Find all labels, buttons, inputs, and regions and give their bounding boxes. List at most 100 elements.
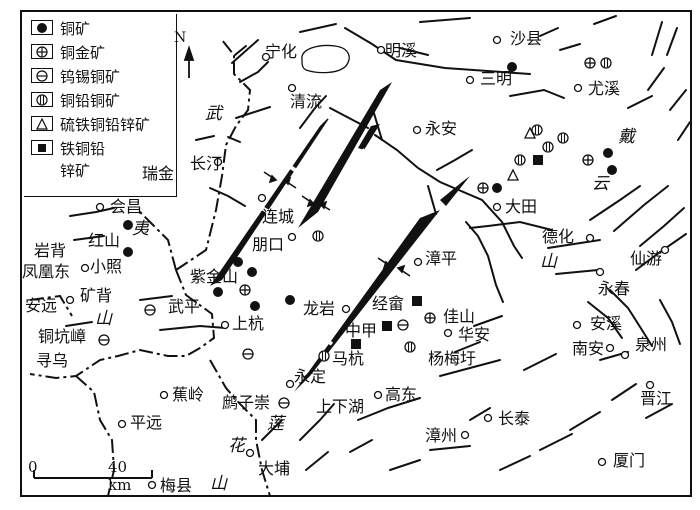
place-label: 佳山 — [443, 307, 476, 326]
circle-vline-icon — [531, 124, 543, 136]
place-label: 紫金山 — [190, 267, 239, 286]
place-label: 泉州 — [635, 335, 668, 354]
filled-dot-icon — [492, 183, 502, 193]
filled-dot-icon — [603, 148, 613, 158]
place-label: 蕉岭 — [172, 385, 205, 404]
town-dot-icon — [572, 320, 582, 330]
circle-vline-icon — [542, 141, 554, 153]
legend-label: 铜矿 — [60, 19, 91, 38]
town-dot-icon — [597, 457, 607, 467]
place-label: 凤凰东 — [22, 262, 71, 281]
circle-hline-icon — [242, 348, 254, 360]
triangle-icon — [30, 115, 56, 133]
place-label: 仙游 — [630, 249, 663, 268]
circle-plus-icon — [582, 154, 594, 166]
place-label: 晋江 — [640, 389, 673, 408]
filled-square-icon — [412, 296, 422, 306]
town-dot-icon — [95, 202, 105, 212]
filled-dot-icon — [250, 301, 260, 311]
place-label: 上下湖 — [316, 397, 365, 416]
town-dot-icon — [376, 45, 386, 55]
filled-dot-icon — [213, 287, 223, 297]
place-label: 寻乌 — [36, 351, 69, 370]
province-boundary — [29, 39, 271, 497]
town-dot-icon — [65, 295, 75, 305]
legend-label: 铁铜铅 — [60, 139, 106, 158]
circle-vline-icon — [404, 341, 416, 353]
town-dot-icon — [285, 379, 295, 389]
circle-hline-icon — [30, 67, 56, 85]
place-label: 平远 — [130, 413, 163, 432]
legend-item-copper-gold: 铜金矿 — [30, 42, 105, 62]
scale-bar — [33, 470, 153, 479]
filled-dot-icon — [233, 257, 243, 267]
town-markers — [65, 35, 670, 490]
legend-item-copper: 铜矿 — [30, 18, 90, 38]
town-dot-icon — [220, 320, 230, 330]
place-label: 漳平 — [425, 249, 458, 268]
place-label: 小照 — [90, 257, 123, 276]
fault-lines — [65, 15, 691, 471]
town-dot-icon — [660, 245, 670, 255]
circle-vline-icon — [600, 57, 612, 69]
place-label: 岩背 — [34, 241, 67, 260]
range-label: 云 — [592, 174, 609, 194]
place-label: 高东 — [385, 385, 418, 404]
map-frame — [20, 10, 692, 497]
filled-square-icon — [30, 139, 56, 157]
town-dot-icon — [413, 257, 423, 267]
legend-label: 硫铁铜铅锌矿 — [60, 115, 151, 134]
major-fault-zones — [210, 82, 470, 392]
scale-distance: 40 km — [108, 458, 132, 494]
place-label: 漳州 — [425, 426, 458, 445]
circle-plus-icon — [424, 312, 436, 324]
town-dot-icon — [80, 263, 90, 273]
town-dot-icon — [460, 430, 470, 440]
town-dot-icon — [287, 232, 297, 242]
town-dot-icon — [245, 448, 255, 458]
place-label: 明溪 — [385, 41, 418, 60]
place-label: 厦门 — [613, 451, 646, 470]
town-dot-icon — [595, 267, 605, 277]
town-dot-icon — [261, 52, 271, 62]
place-label: 德化 — [542, 227, 575, 246]
place-label: 大埔 — [258, 459, 291, 478]
place-label: 永安 — [425, 119, 458, 138]
triangle-icon — [523, 126, 537, 139]
place-label: 马杭 — [332, 349, 365, 368]
town-dot-icon — [483, 413, 493, 423]
place-label: 龙岩 — [303, 299, 336, 318]
place-label: 华安 — [458, 325, 491, 344]
circle-plus-icon — [30, 43, 56, 61]
town-dot-icon — [117, 419, 127, 429]
place-label: 大田 — [505, 197, 538, 216]
place-label: 尤溪 — [588, 79, 621, 98]
filled-dot-icon — [607, 165, 617, 175]
circle-hline-icon — [98, 334, 110, 346]
legend-label: 铜铅铜矿 — [60, 91, 121, 110]
place-label: 会昌 — [110, 197, 143, 216]
legend-item-zinc: 锌矿 — [30, 160, 90, 180]
filled-dot-icon — [507, 62, 517, 72]
range-label: 武 — [205, 104, 222, 124]
legend-item-tungsten-tin-copper: 钨锡铜矿 — [30, 66, 120, 86]
place-label: 红山 — [88, 231, 121, 250]
filled-dot-icon — [247, 267, 257, 277]
lake — [301, 44, 350, 74]
circle-hline-icon — [144, 304, 156, 316]
circle-vline-icon — [30, 91, 56, 109]
scale-zero: 0 — [28, 458, 38, 476]
town-dot-icon — [605, 343, 615, 353]
place-label: 上杭 — [232, 314, 265, 333]
legend-item-iron-copper-lead: 铁铜铅 — [30, 138, 105, 158]
circle-plus-icon — [239, 284, 251, 296]
north-arrow-icon — [183, 45, 195, 78]
place-label: 安远 — [25, 296, 58, 315]
place-label: 武平 — [168, 297, 201, 316]
circle-vline-icon — [514, 154, 526, 166]
place-label: 永春 — [598, 279, 631, 298]
filled-dot-icon — [123, 220, 133, 230]
filled-square-icon — [533, 155, 543, 165]
legend-label: 锌矿 — [60, 161, 91, 180]
town-dot-icon — [573, 83, 583, 93]
